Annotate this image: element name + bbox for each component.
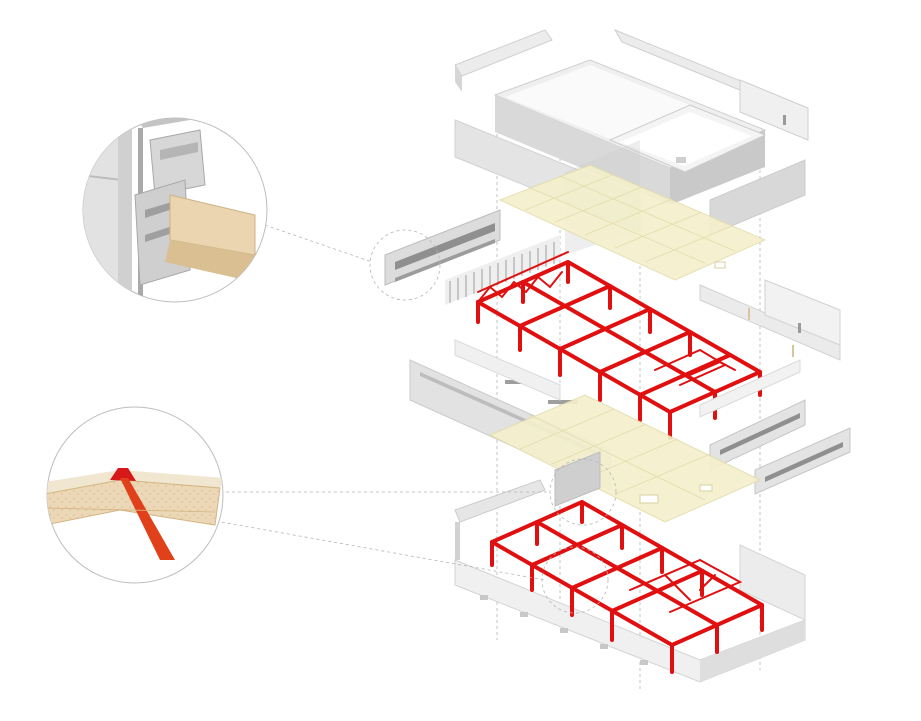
facade-bracket-detail-icon	[82, 117, 268, 303]
upper-floor-slab	[498, 164, 767, 281]
louvre-panel	[445, 235, 560, 305]
upper-steel-frame	[476, 251, 762, 440]
roof-tray	[493, 59, 767, 205]
middle-floor-slab	[488, 394, 762, 523]
timber-slab-detail-icon	[46, 406, 224, 584]
detail-focus-markers	[369, 229, 617, 614]
upper-facade-panels	[384, 209, 841, 361]
ground-steel-frame	[490, 500, 764, 674]
middle-front-panel	[554, 451, 601, 507]
roof-parapet-panels	[454, 28, 809, 141]
ground-walls	[454, 479, 806, 683]
detail-leader-lines	[209, 224, 550, 581]
